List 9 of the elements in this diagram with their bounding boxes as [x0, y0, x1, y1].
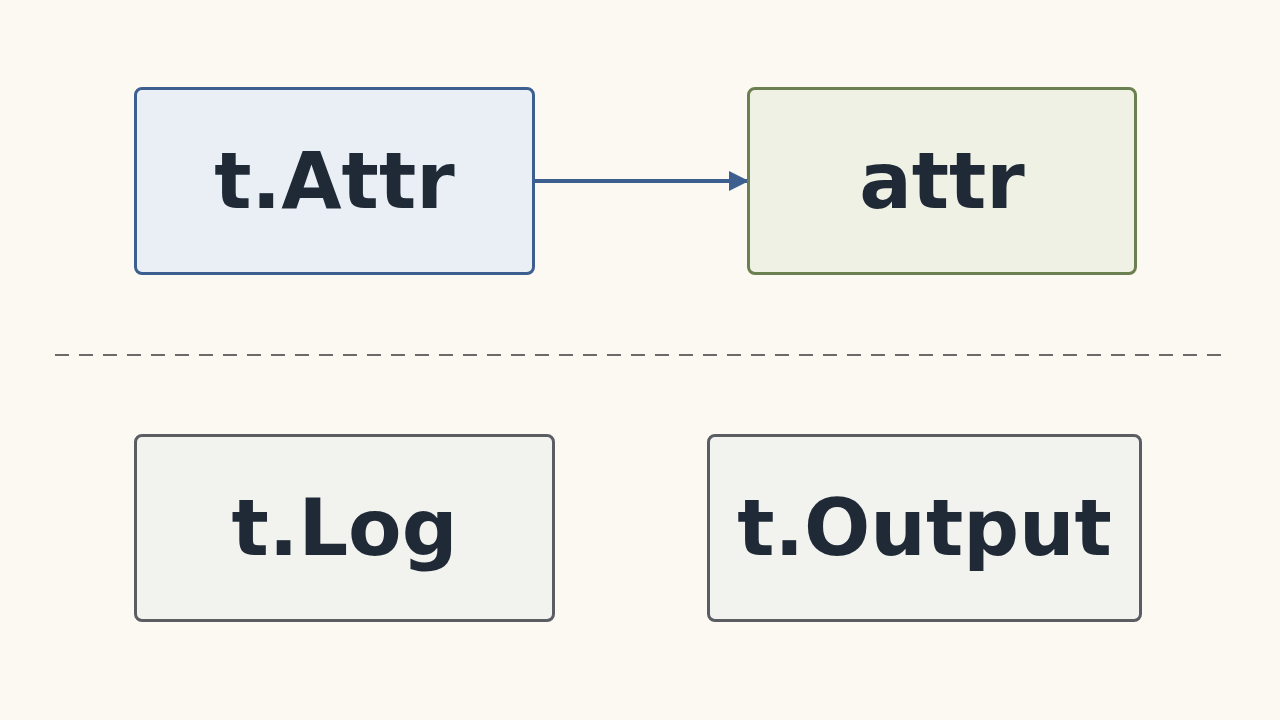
process-box — [707, 434, 1142, 622]
node-label: t.Log — [231, 483, 458, 573]
process-box — [134, 434, 555, 622]
process-box — [747, 87, 1137, 275]
process-box — [134, 87, 535, 275]
node-label: t.Attr — [214, 136, 455, 226]
node-label: t.Output — [737, 483, 1112, 573]
arrow — [535, 171, 749, 191]
node-label: attr — [859, 136, 1025, 226]
